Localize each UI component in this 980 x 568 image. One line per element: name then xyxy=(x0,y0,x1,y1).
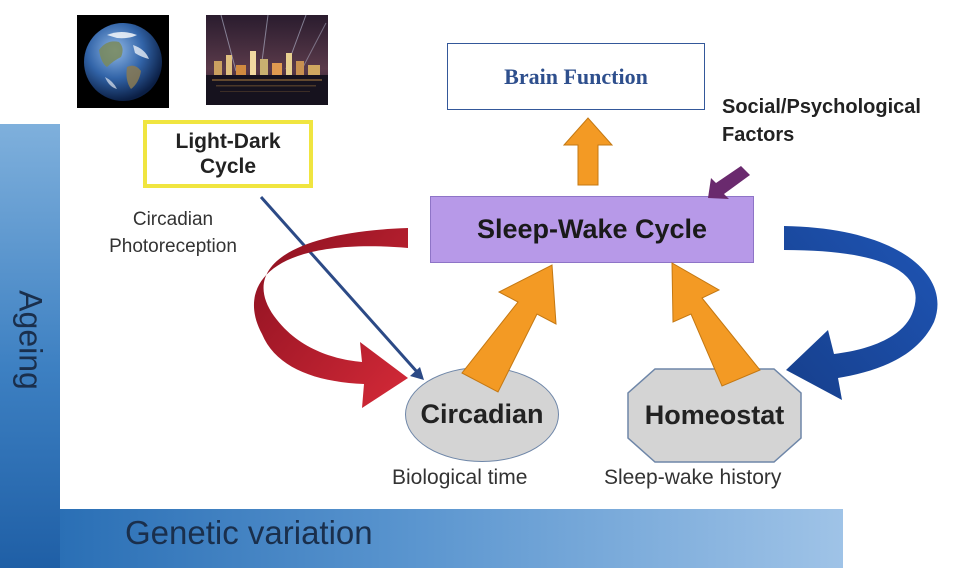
homeostat-node-outline xyxy=(627,368,802,463)
social-psychological-factors-label: Social/Psychological Factors xyxy=(722,93,921,149)
circadian-label: Circadian xyxy=(420,399,544,429)
sleep-wake-cycle-box: Sleep-Wake Cycle xyxy=(430,196,754,263)
genetic-variation-label: Genetic variation xyxy=(125,514,373,551)
arrow-to-brain-function xyxy=(562,117,614,186)
genetic-variation-bar xyxy=(60,509,843,568)
light-dark-cycle-box: Light-Dark Cycle xyxy=(143,120,313,188)
arrow-social-factors xyxy=(708,166,750,199)
light-dark-cycle-label: Light-Dark Cycle xyxy=(175,130,281,178)
sleep-wake-history-label: Sleep-wake history xyxy=(604,466,782,489)
arrow-photoreception xyxy=(259,196,420,374)
social-label-line2: Factors xyxy=(722,124,795,146)
earth-globe-icon xyxy=(77,15,169,108)
biological-time-label: Biological time xyxy=(392,466,528,489)
sleep-wake-cycle-label: Sleep-Wake Cycle xyxy=(476,214,708,244)
ageing-bar xyxy=(0,124,60,568)
homeostat-node: Homeostat xyxy=(627,368,802,463)
circadian-photoreception-label: Circadian Photoreception xyxy=(109,209,237,257)
brain-function-box: Brain Function xyxy=(447,43,705,110)
homeostat-label: Homeostat xyxy=(644,400,785,430)
social-label-line1: Social/Psychological xyxy=(722,96,921,118)
arrow-homeostat-to-sleep xyxy=(671,262,761,387)
night-city-skyline-icon xyxy=(206,15,328,105)
arrow-circadian-to-sleep xyxy=(461,264,557,393)
arrow-photoreception-head xyxy=(410,367,424,380)
arrow-sleep-to-circadian xyxy=(253,228,408,408)
brain-function-label: Brain Function xyxy=(504,63,648,89)
arrow-sleep-to-homeostat xyxy=(784,226,938,400)
